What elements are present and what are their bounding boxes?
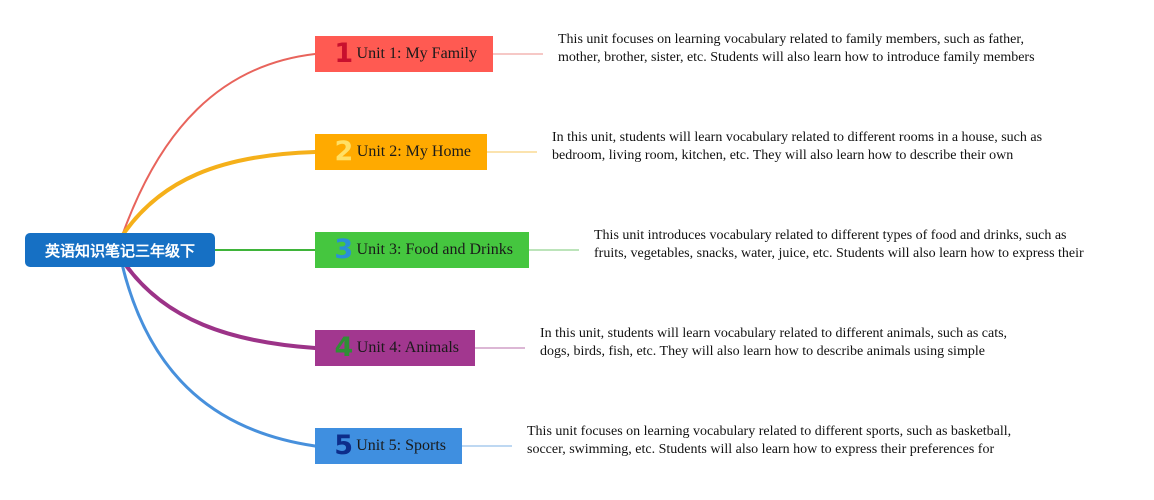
- root-topic-label: 英语知识笔记三年级下: [44, 241, 195, 260]
- topic-unit-4[interactable]: 4 Unit 4: Animals: [315, 330, 475, 366]
- unit-2-number-icon: 2: [334, 136, 354, 167]
- branch-line-unit-4: [123, 262, 317, 350]
- branch-line-unit-2: [120, 150, 317, 238]
- branch-line-unit-1: [121, 53, 316, 237]
- unit-1-note: This unit focuses on learning vocabulary…: [558, 32, 1035, 69]
- unit-5-title: Unit 5: Sports: [356, 437, 446, 454]
- unit-3-note: This unit introduces vocabulary related …: [594, 228, 1084, 265]
- root-topic[interactable]: 英语知识笔记三年级下: [25, 233, 215, 267]
- unit-1-title: Unit 1: My Family: [356, 45, 477, 62]
- unit-2-title: Unit 2: My Home: [356, 143, 471, 160]
- unit-3-title: Unit 3: Food and Drinks: [356, 241, 513, 258]
- unit-4-title: Unit 4: Animals: [356, 339, 459, 356]
- unit-5-note: This unit focuses on learning vocabulary…: [527, 424, 1012, 461]
- unit-3-number-icon: 3: [334, 234, 354, 265]
- branch-line-unit-5: [120, 262, 317, 448]
- topic-unit-1[interactable]: 1 Unit 1: My Family: [315, 36, 493, 72]
- unit-5-number-icon: 5: [334, 430, 353, 461]
- topic-unit-2[interactable]: 2 Unit 2: My Home: [315, 134, 487, 170]
- unit-2-note: In this unit, students will learn vocabu…: [552, 130, 1043, 167]
- topic-unit-5[interactable]: 5 Unit 5: Sports: [315, 428, 462, 464]
- unit-4-note: In this unit, students will learn vocabu…: [540, 326, 1008, 363]
- unit-4-number-icon: 4: [334, 332, 354, 363]
- unit-1-number-icon: 1: [334, 38, 354, 69]
- topic-unit-3[interactable]: 3 Unit 3: Food and Drinks: [315, 232, 529, 268]
